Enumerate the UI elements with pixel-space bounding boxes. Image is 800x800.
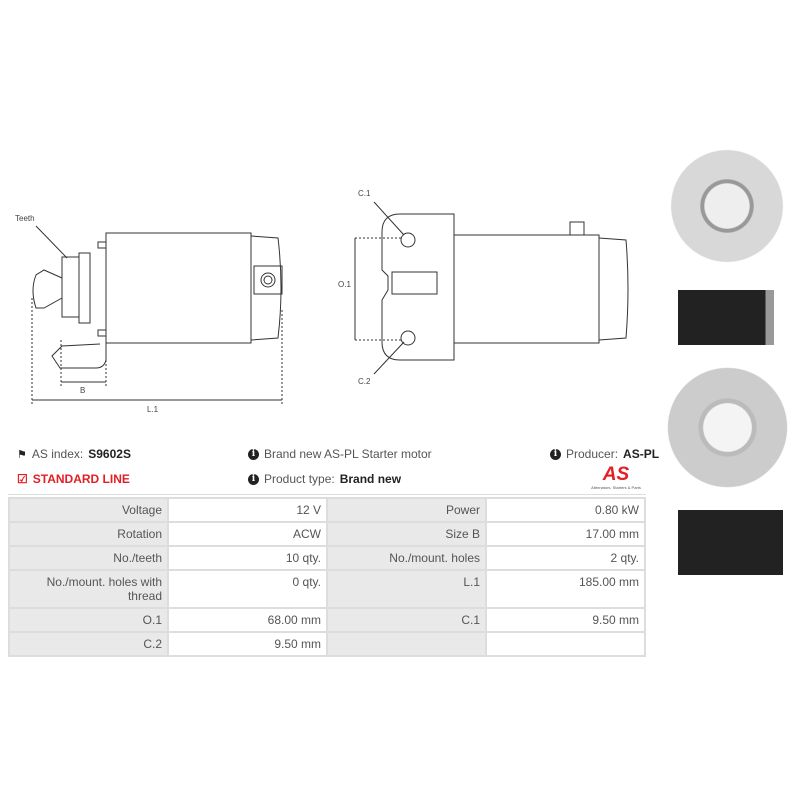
producer: i Producer: AS-PL	[550, 447, 659, 461]
flange-view-drawing: C.1 O.1 C.2	[338, 189, 629, 386]
spec-label: O.1	[8, 607, 169, 633]
info-circle-icon: i	[550, 448, 561, 460]
producer-value: AS-PL	[623, 447, 660, 461]
as-index-value: S9602S	[88, 447, 131, 461]
spec-value: 10 qty.	[167, 545, 328, 571]
l1-label: L.1	[147, 405, 159, 414]
producer-label: Producer:	[566, 447, 619, 461]
info-circle-icon: i	[248, 473, 259, 485]
spec-label: No./mount. holes	[326, 545, 487, 571]
spec-value: 2 qty.	[485, 545, 646, 571]
product-type-value: Brand new	[339, 472, 402, 486]
description-text: Brand new AS-PL Starter motor	[264, 447, 432, 461]
spec-label: Power	[326, 497, 487, 523]
product-photo-front	[662, 143, 792, 283]
spec-value: 12 V	[167, 497, 328, 523]
spec-label: C.1	[326, 607, 487, 633]
line-label: STANDARD LINE	[32, 472, 130, 486]
tags-icon: ⚑	[17, 448, 27, 461]
teeth-label: Teeth	[15, 214, 35, 223]
product-type-label: Product type:	[264, 472, 335, 486]
spec-label: C.2	[8, 631, 169, 657]
spec-value: 17.00 mm	[485, 521, 646, 547]
checkbox-icon: ☑	[17, 472, 28, 486]
spec-label: L.1	[326, 569, 487, 609]
product-photo-side-labeled	[668, 510, 793, 575]
spec-value: 0 qty.	[167, 569, 328, 609]
info-circle-icon: i	[248, 448, 259, 460]
o1-label: O.1	[338, 280, 351, 289]
b-label: B	[80, 386, 85, 395]
spec-value	[485, 631, 646, 657]
spec-value: 185.00 mm	[485, 569, 646, 609]
standard-line: ☑ STANDARD LINE	[17, 472, 130, 486]
description: i Brand new AS-PL Starter motor	[248, 447, 432, 461]
divider	[8, 494, 646, 495]
as-pl-logo: AS Alternators, Starters & Parts	[585, 464, 647, 491]
spec-label: Size B	[326, 521, 487, 547]
logo-mark: AS	[602, 464, 630, 485]
logo-tagline: Alternators, Starters & Parts	[591, 485, 641, 490]
spec-value: ACW	[167, 521, 328, 547]
spec-label: No./teeth	[8, 545, 169, 571]
product-type: i Product type: Brand new	[248, 472, 401, 486]
spec-value: 9.50 mm	[167, 631, 328, 657]
c2-label: C.2	[358, 377, 371, 386]
spec-label: Voltage	[8, 497, 169, 523]
product-photo-rear	[660, 360, 795, 495]
spec-label: No./mount. holes with thread	[8, 569, 169, 609]
product-photo-side	[668, 290, 793, 345]
spec-label: Rotation	[8, 521, 169, 547]
spec-value: 68.00 mm	[167, 607, 328, 633]
spec-label	[326, 631, 487, 657]
as-index-label: AS index:	[31, 447, 84, 461]
as-index: ⚑ AS index: S9602S	[17, 447, 131, 461]
side-view-drawing: Teeth B L.1	[15, 214, 283, 414]
spec-value: 9.50 mm	[485, 607, 646, 633]
spec-value: 0.80 kW	[485, 497, 646, 523]
c1-label: C.1	[358, 189, 371, 198]
